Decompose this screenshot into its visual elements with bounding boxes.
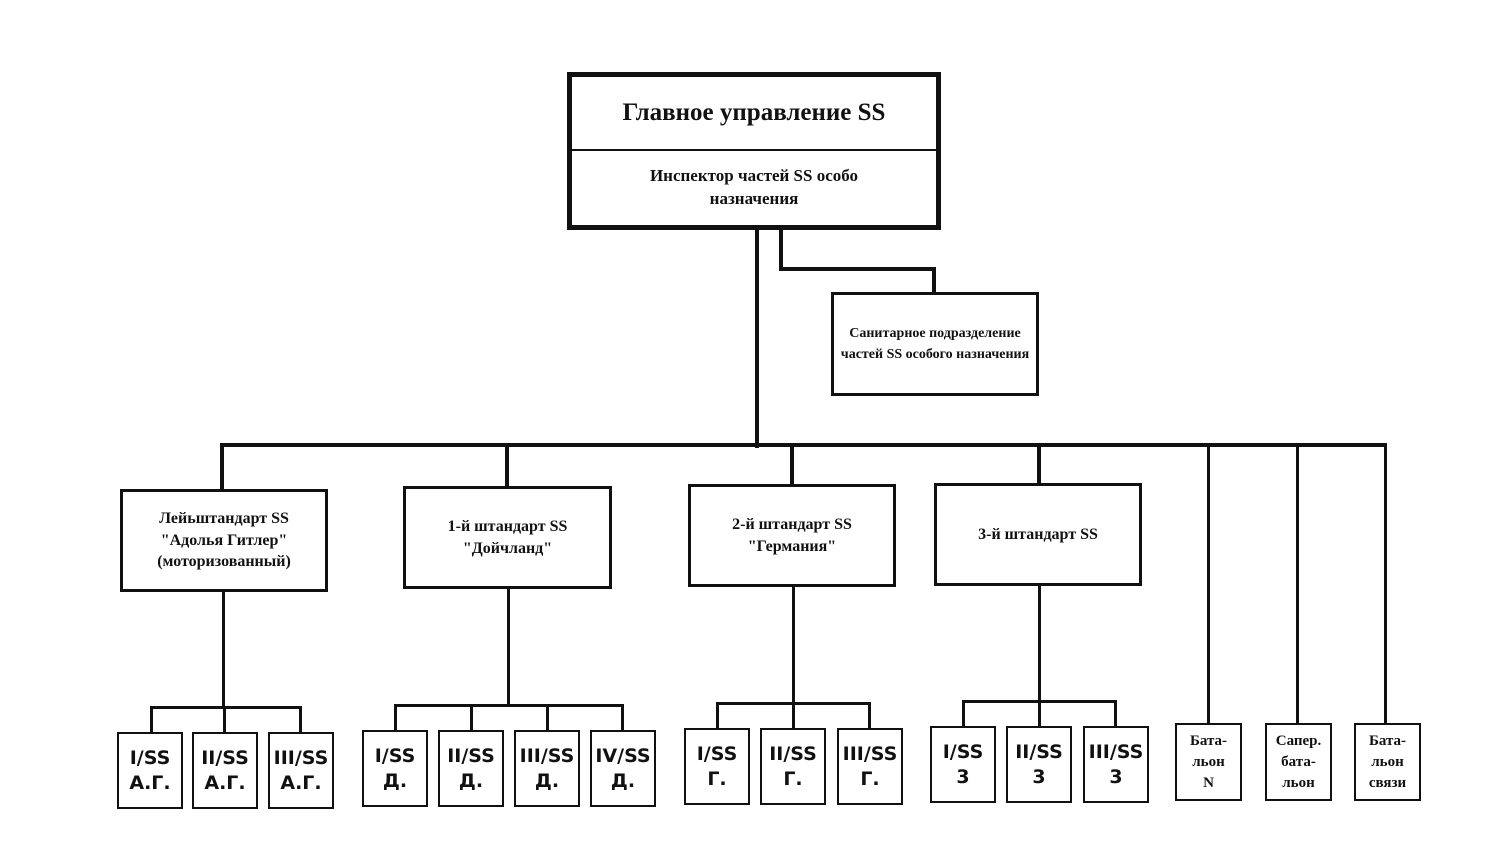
unit-box: II/SS Г. bbox=[760, 728, 826, 805]
standard-3-box: 3-й штандарт SS bbox=[934, 483, 1142, 586]
unit-box: IV/SS Д. bbox=[590, 730, 656, 807]
inspector-subtitle: Инспектор частей SS особо назначения bbox=[649, 166, 859, 208]
sanitary-unit-box: Санитарное подразделение частей SS особо… bbox=[831, 292, 1039, 396]
main-directorate-title: Главное управление SS bbox=[572, 77, 936, 151]
unit-box: II/SS Д. bbox=[438, 730, 504, 807]
sapper-battalion-box: Сапер. бата- льон bbox=[1265, 723, 1332, 801]
unit-box: II/SS 3 bbox=[1006, 726, 1072, 803]
battalion-n-box: Бата- льон N bbox=[1175, 723, 1242, 801]
unit-box: III/SS А.Г. bbox=[268, 732, 334, 809]
unit-box: II/SS А.Г. bbox=[192, 732, 258, 809]
main-directorate-box: Главное управление SS Инспектор частей S… bbox=[567, 72, 941, 230]
unit-box: I/SS Г. bbox=[684, 728, 750, 805]
standard-leibstandarte-box: Лейьштандарт SS "Адолья Гитлер" (моториз… bbox=[120, 489, 328, 592]
signal-battalion-box: Бата- льон связи bbox=[1354, 723, 1421, 801]
unit-box: III/SS 3 bbox=[1083, 726, 1149, 803]
unit-box: I/SS А.Г. bbox=[117, 732, 183, 809]
standard-2-box: 2-й штандарт SS "Германия" bbox=[688, 484, 896, 587]
unit-box: I/SS 3 bbox=[930, 726, 996, 803]
unit-box: III/SS Г. bbox=[837, 728, 903, 805]
unit-box: III/SS Д. bbox=[514, 730, 580, 807]
unit-box: I/SS Д. bbox=[362, 730, 428, 807]
standard-1-box: 1-й штандарт SS "Дойчланд" bbox=[403, 486, 612, 589]
